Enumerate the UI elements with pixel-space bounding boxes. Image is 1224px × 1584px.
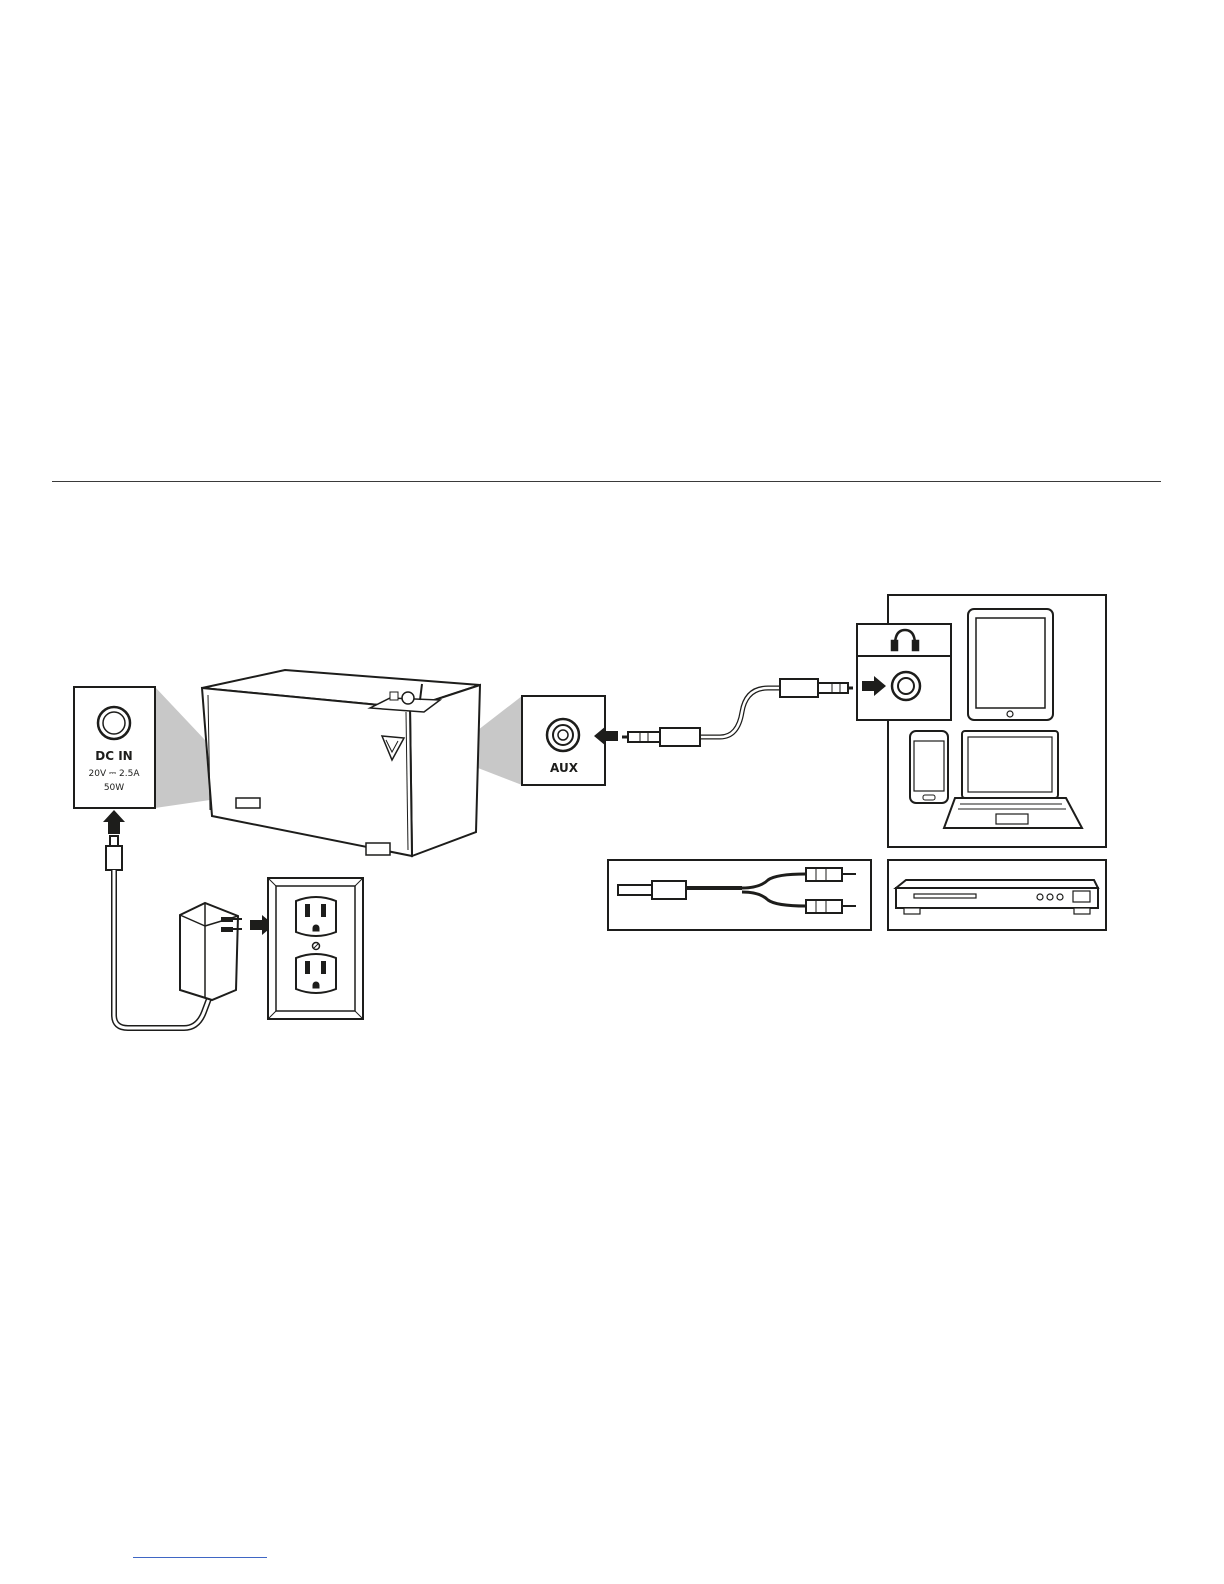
aux-panel: AUX bbox=[522, 696, 605, 785]
dc-in-title: DC IN bbox=[95, 749, 132, 763]
media-player-icon bbox=[888, 860, 1106, 930]
rca-y-cable-icon bbox=[608, 860, 871, 930]
headphone-jack-icon bbox=[892, 672, 920, 700]
tablet-icon bbox=[968, 609, 1053, 720]
wall-outlet-icon bbox=[268, 878, 363, 1019]
speaker-cabinet-icon bbox=[202, 670, 480, 856]
aux-cable-icon bbox=[622, 679, 853, 746]
aux-jack-icon bbox=[547, 719, 579, 751]
footer-link-underline bbox=[133, 1557, 267, 1558]
power-adapter-icon bbox=[180, 903, 242, 1000]
dc-projection-wedge bbox=[155, 687, 210, 808]
dc-arrow-icon bbox=[103, 810, 125, 834]
dc-in-rating: 20V ⎓ 2.5A bbox=[89, 769, 141, 779]
dc-in-panel: DC IN 20V ⎓ 2.5A 50W bbox=[74, 687, 155, 808]
smartphone-icon bbox=[910, 731, 948, 803]
headphone-output-box bbox=[857, 624, 951, 720]
dc-in-wattage: 50W bbox=[104, 783, 124, 793]
aux-label: AUX bbox=[550, 761, 579, 775]
aux-projection-wedge bbox=[478, 696, 522, 785]
